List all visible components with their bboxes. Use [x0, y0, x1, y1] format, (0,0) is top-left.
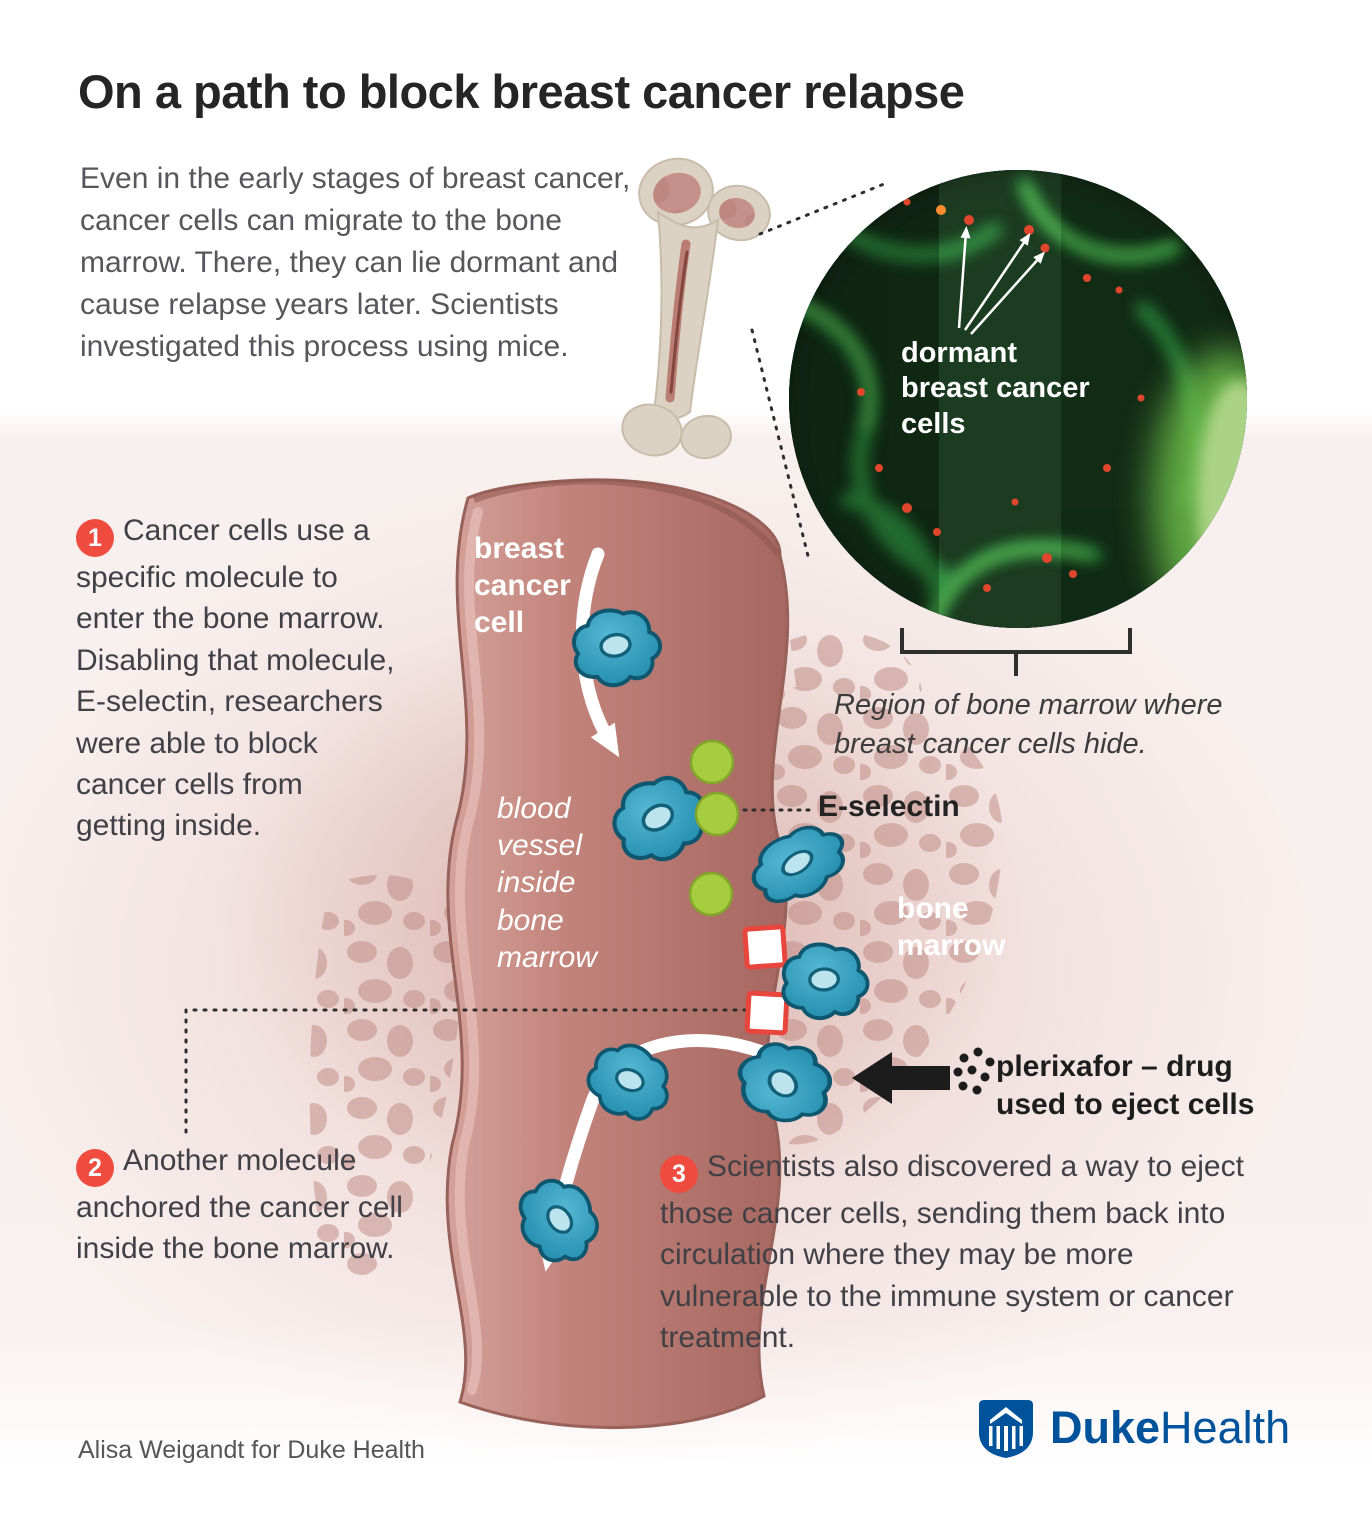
anchor-molecule-markers	[742, 924, 790, 1036]
dormant-cell-dots	[857, 198, 1145, 592]
bone-marrow-texture	[309, 631, 1004, 1280]
step-1-badge: 1	[76, 519, 114, 557]
logo-text-health: Health	[1160, 1402, 1291, 1453]
e-selectin-molecules	[688, 739, 740, 917]
micrograph-circle: dormant breast cancer cells	[789, 170, 1247, 628]
step-1-text: Cancer cells use a specific molecule to …	[76, 514, 395, 843]
bone-marrow-label: bone marrow	[897, 892, 1006, 963]
micrograph-label: dormant breast cancer cells	[901, 337, 1090, 440]
duke-shield-icon	[979, 1400, 1033, 1458]
bone-illustration	[621, 157, 771, 460]
dormant-cell-arrows	[957, 226, 1046, 335]
step-2-text: Another molecule anchored the cancer cel…	[76, 1144, 403, 1266]
credit-line: Alisa Weigandt for Duke Health	[78, 1436, 425, 1464]
logo-text-duke: Duke	[1050, 1402, 1161, 1453]
step-2-badge: 2	[76, 1149, 114, 1187]
plerixafor-dots	[953, 1047, 995, 1095]
eject-arrow	[852, 1052, 950, 1104]
intro-paragraph: Even in the early stages of breast cance…	[80, 162, 631, 363]
blood-vessel-label: blood vessel inside bone marrow	[497, 792, 598, 974]
micrograph-art	[789, 170, 1247, 628]
step-3-text: Scientists also discovered a way to ejec…	[660, 1150, 1244, 1355]
region-bracket	[900, 628, 1132, 676]
e-selectin-label: E-selectin	[818, 790, 960, 823]
micrograph-caption: Region of bone marrow where breast cance…	[834, 689, 1223, 760]
anchor-connector-line	[184, 1008, 758, 1140]
page-title: On a path to block breast cancer relapse	[78, 65, 965, 118]
plerixafor-label: plerixafor – drug used to eject cells	[996, 1050, 1255, 1122]
breast-cancer-cell-label: breast cancer cell	[474, 532, 571, 640]
step-3-badge: 3	[660, 1155, 698, 1193]
